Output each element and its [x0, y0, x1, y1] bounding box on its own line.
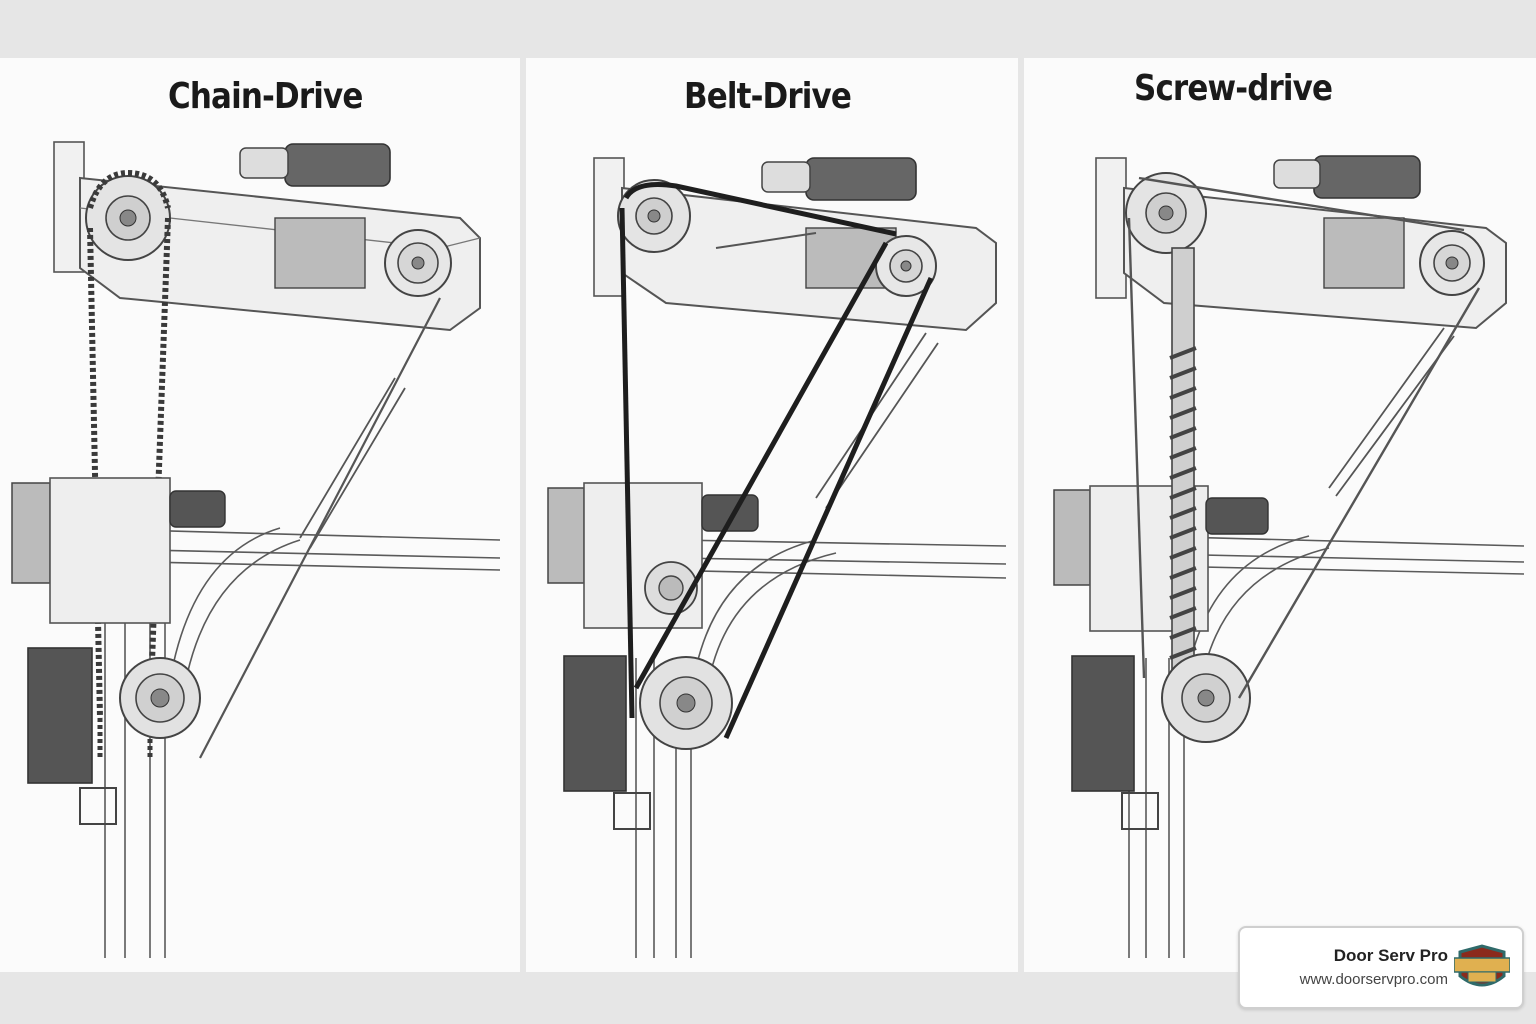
belt-drive-panel: Belt-Drive: [526, 58, 1018, 972]
panel-title: Chain-Drive: [168, 76, 363, 117]
top-pulley: [617, 179, 691, 253]
drive-belt: [619, 182, 934, 740]
belt-drive-illustration: [547, 157, 1007, 958]
lower-pulley: [119, 657, 201, 739]
chain-drive-illustration: [11, 141, 501, 958]
screw-drive-illustration: [1053, 155, 1525, 958]
wall-bracket: [1095, 157, 1127, 299]
panel-title: Belt-Drive: [684, 76, 852, 117]
lower-control-box: [1071, 655, 1135, 792]
lower-pulley: [639, 656, 733, 750]
idler-pulley: [875, 235, 937, 297]
screw-drive-panel: Screw-drive: [1024, 58, 1536, 972]
panel-title: Screw-drive: [1134, 68, 1333, 109]
motor-can: [284, 143, 391, 187]
company-name: Door Serv Pro: [1333, 946, 1448, 965]
company-logo: [1454, 944, 1510, 987]
lower-control-box: [563, 655, 627, 792]
lower-control-box: [27, 647, 93, 784]
idler-pulley: [1419, 230, 1485, 296]
screw-shaft: [1169, 247, 1197, 689]
top-pulley: [1125, 172, 1207, 254]
idler-pulley: [384, 229, 452, 297]
brand-badge: Door Serv Pro www.doorservpro.com: [1238, 926, 1524, 1009]
top-sprocket: [85, 175, 171, 261]
motor-can: [1313, 155, 1421, 199]
drive-chain: [87, 169, 171, 719]
motor-can: [805, 157, 917, 201]
lower-pulley: [1161, 653, 1251, 743]
chain-drive-panel: Chain-Drive: [0, 58, 520, 972]
company-website[interactable]: www.doorservpro.com: [1299, 971, 1448, 988]
